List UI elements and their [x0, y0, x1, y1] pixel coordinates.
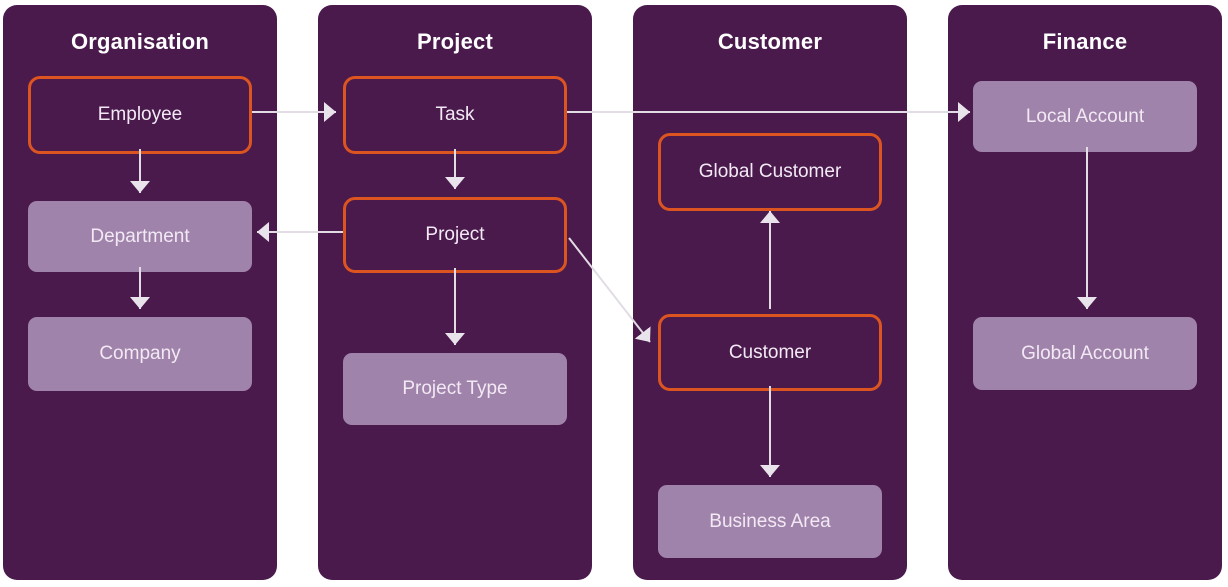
node-employee-label: Employee	[97, 104, 183, 125]
node-task-label: Task	[435, 104, 475, 125]
node-project: Project	[343, 197, 567, 273]
node-company: Company	[28, 317, 252, 391]
node-task: Task	[343, 76, 567, 154]
node-employee: Employee	[28, 76, 252, 154]
node-business-area: Business Area	[658, 485, 882, 558]
column-finance: Finance Local Account Global Account	[948, 5, 1222, 580]
node-global-account-label: Global Account	[1021, 342, 1149, 364]
node-local-account-label: Local Account	[1025, 105, 1145, 127]
node-project-label: Project	[425, 224, 485, 245]
node-global-customer: Global Customer	[658, 133, 882, 211]
node-company-label: Company	[99, 343, 181, 364]
column-title-organisation: Organisation	[70, 29, 210, 54]
node-project-type: Project Type	[343, 353, 567, 425]
node-customer: Customer	[658, 314, 882, 391]
node-customer-label: Customer	[728, 341, 812, 363]
column-title-project: Project	[417, 29, 493, 54]
node-department: Department	[28, 201, 252, 272]
column-organisation: Organisation Employee Department Company	[3, 5, 277, 580]
node-business-area-label: Business Area	[709, 510, 831, 532]
column-project: Project Task Project Project Type	[318, 5, 592, 580]
node-global-customer-label: Global Customer	[698, 161, 842, 182]
node-global-account: Global Account	[973, 317, 1197, 390]
node-department-label: Department	[90, 225, 190, 247]
column-customer: Customer Global Customer Customer Busine…	[633, 5, 907, 580]
column-title-finance: Finance	[1042, 29, 1128, 54]
node-local-account: Local Account	[973, 81, 1197, 152]
node-project-type-label: Project Type	[402, 378, 508, 399]
column-title-customer: Customer	[717, 29, 823, 54]
